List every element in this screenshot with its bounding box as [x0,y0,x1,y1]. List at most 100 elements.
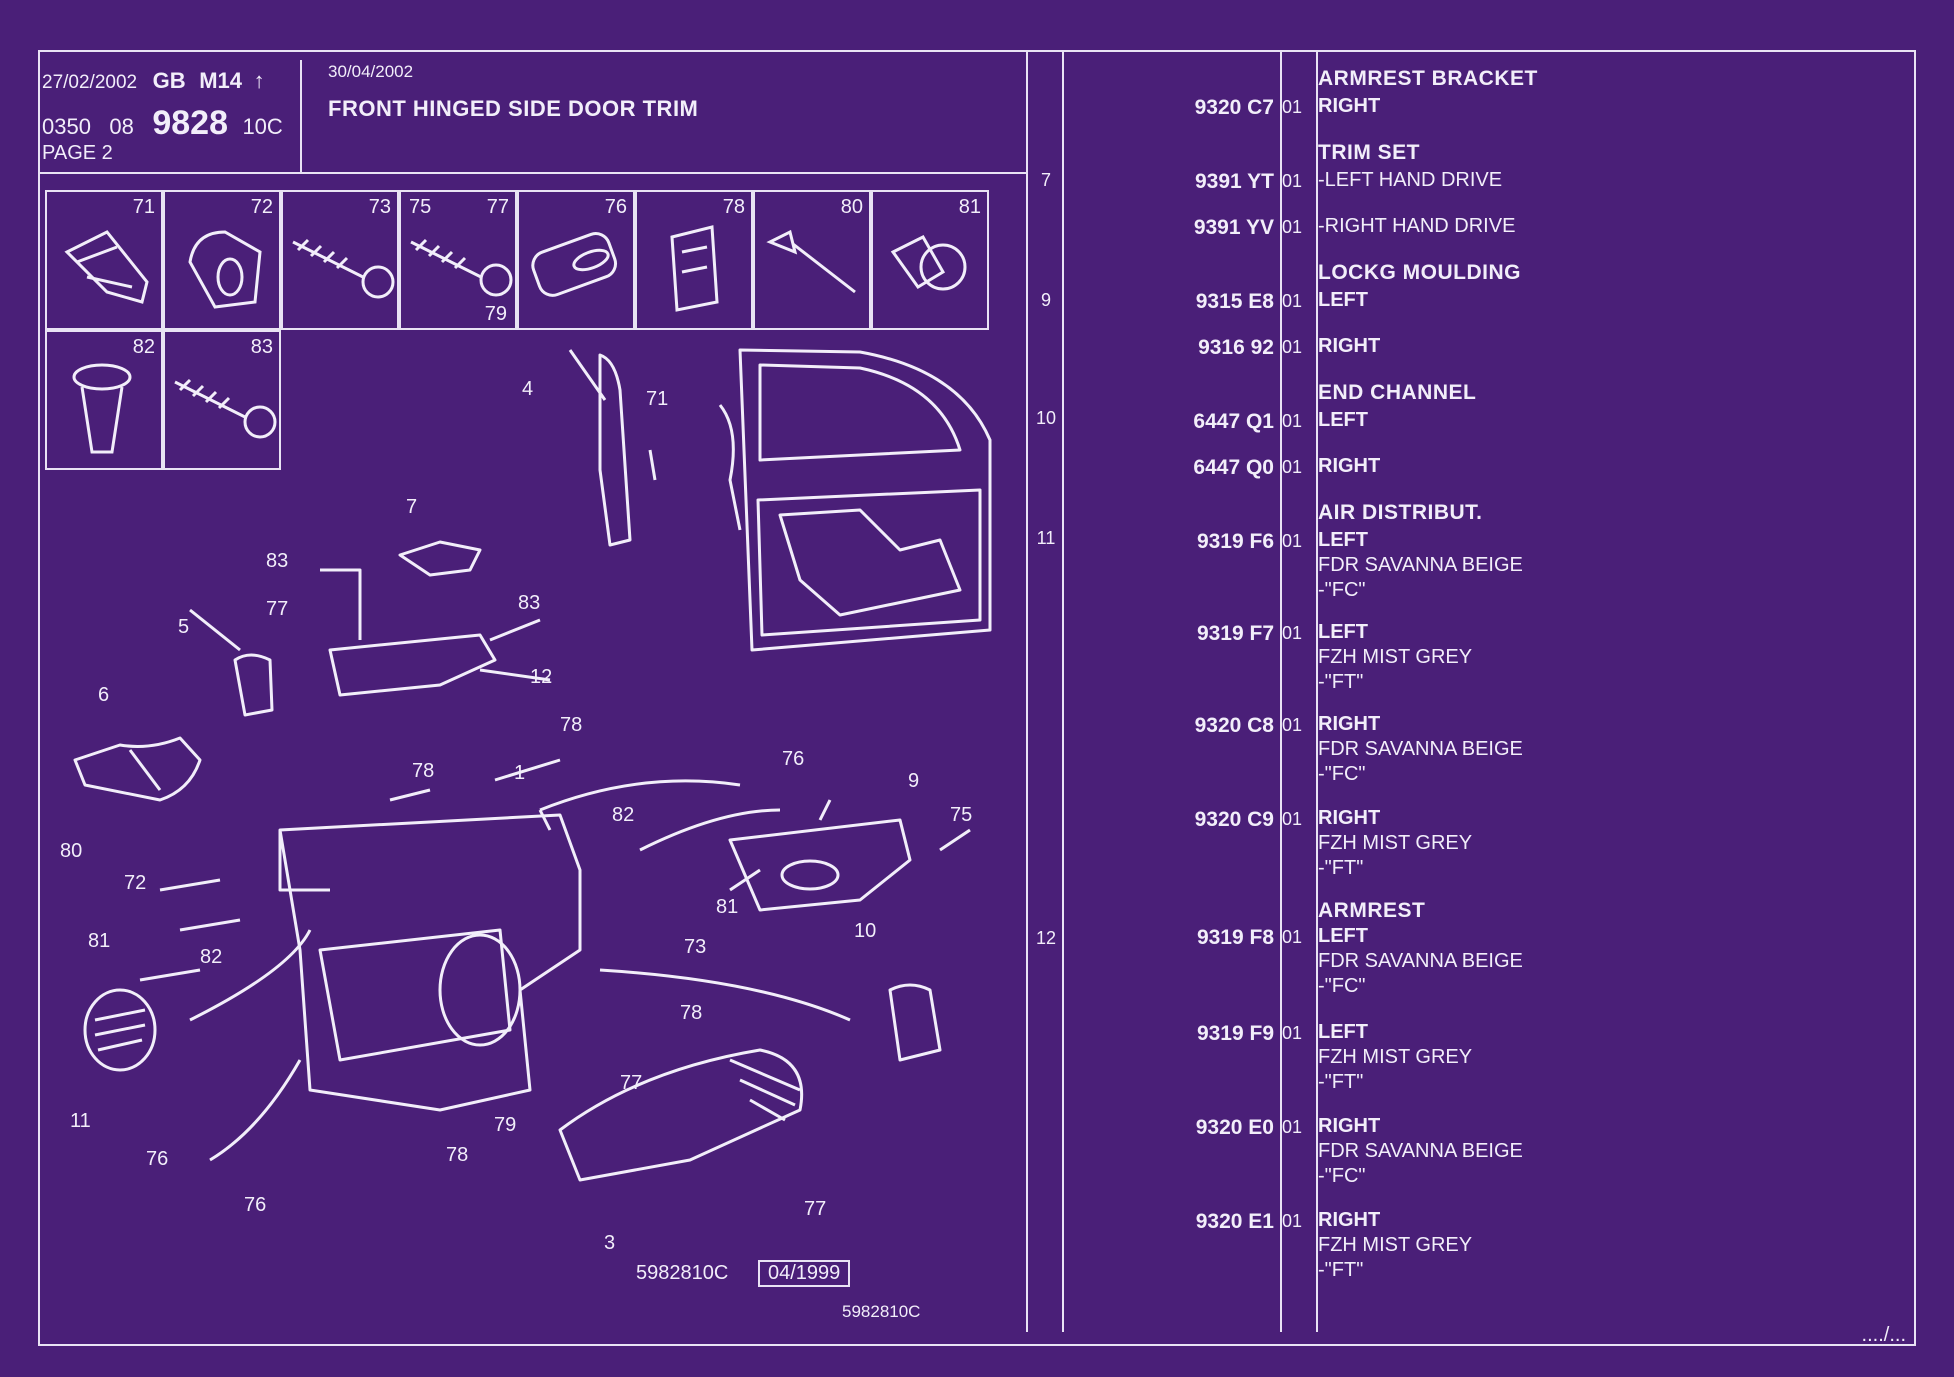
part-side: LEFT [1318,529,1368,551]
callout-82: 82 [200,946,223,968]
part-heading: END CHANNEL [1318,381,1477,404]
header-line-1: 27/02/2002 GB M14 ↑ [42,68,265,94]
part-number: 9319 F9 [1196,1022,1274,1045]
part-quantity: 01 [1282,457,1303,477]
callout-81: 81 [88,930,111,952]
part-number: 6447 Q0 [1193,456,1274,479]
part-side: LEFT [1318,1021,1368,1043]
header-page: PAGE 2 [42,142,113,164]
part-color-code: -"FC" [1318,579,1366,601]
thumbnail-label: 81 [958,196,981,218]
clip-icon [64,230,149,304]
part-number: 9319 F8 [1196,926,1274,949]
push-clip-icon [890,235,967,291]
sheet-header: 27/02/2002 GB M14 ↑ 0350 08 9828 10C PAG… [38,60,1028,174]
thumbnail-label: 78 [722,196,745,218]
thumbnail-75-77-79: 75 77 79 [399,190,517,330]
callout-4: 4 [522,378,534,400]
callout-7: 7 [406,496,418,518]
header-issue-date: 30/04/2002 [328,62,414,81]
thumbnail-83: 83 [163,330,281,470]
parts-sheet-frame [38,50,1916,1346]
callout-78: 78 [446,1144,469,1166]
part-heading: ARMREST BRACKET [1318,67,1538,90]
part-quantity: 01 [1282,1117,1303,1137]
part-number: 6447 Q1 [1193,410,1274,433]
part-quantity: 01 [1282,217,1303,237]
part-color: FZH MIST GREY [1318,1046,1473,1068]
callout-83: 83 [518,592,541,614]
thumbnail-72: 72 [163,190,281,330]
part-heading: AIR DISTRIBUT. [1318,501,1483,524]
part-side: RIGHT [1318,1209,1381,1231]
thumbnail-82: 82 [45,330,163,470]
part-quantity: 01 [1282,171,1303,191]
thumbnail-81: 81 [871,190,989,330]
part-side: LEFT [1318,289,1368,311]
thumbnail-73: 73 [281,190,399,330]
thumbnail-label: 82 [132,336,155,358]
callout-77: 77 [620,1072,643,1094]
thumbnail-label: 76 [604,196,627,218]
part-side: LEFT [1318,925,1368,947]
header-number: 9828 [152,104,228,142]
ref-number: 10 [1035,408,1057,428]
part-number: 9319 F7 [1196,622,1274,645]
callout-1: 1 [514,762,526,784]
screw-icon [410,238,513,297]
part-number: 9319 F6 [1196,530,1274,553]
part-quantity: 01 [1282,623,1303,643]
divider-qty [1316,52,1318,1332]
part-color-code: -"FT" [1318,1259,1364,1281]
part-color: FZH MIST GREY [1318,646,1473,668]
door-trim-exploded-diagram [73,348,992,1182]
thumbnail-label: 77 [486,196,509,218]
up-arrow-icon: ↑ [253,68,265,93]
screw-icon [174,378,277,439]
part-side: LEFT [1318,409,1368,431]
callout-77: 77 [266,598,289,620]
callout-76: 76 [146,1148,169,1170]
callout-12: 12 [530,666,553,688]
header-code: 0350 [42,114,91,139]
retainer-icon [670,225,719,312]
header-title-block: 30/04/2002 FRONT HINGED SIDE DOOR TRIM [328,60,1028,172]
thumbnail-label: 72 [250,196,273,218]
figure-code: 5982810C [636,1262,729,1284]
callout-73: 73 [684,936,707,958]
header-date: 27/02/2002 [42,72,138,93]
part-color-code: -"FC" [1318,1165,1366,1187]
part-quantity: 01 [1282,97,1303,117]
thumbnail-label: 79 [484,303,507,325]
part-side: RIGHT [1318,807,1381,829]
part-side: LEFT [1318,621,1368,643]
part-color: FZH MIST GREY [1318,1234,1473,1256]
figure-date: 04/1999 [758,1260,851,1287]
thumbnail-label: 80 [840,196,863,218]
ref-number: 7 [1040,170,1051,190]
part-number: 9320 C8 [1194,714,1274,737]
part-quantity: 01 [1282,927,1303,947]
part-number: 9316 92 [1198,336,1274,359]
thumbnail-80: 80 [753,190,871,330]
figure-code-secondary: 5982810C [842,1302,921,1321]
part-quantity: 01 [1282,531,1303,551]
ref-number: 9 [1040,290,1051,310]
ref-number: 12 [1035,928,1057,948]
header-identity-block: 27/02/2002 GB M14 ↑ 0350 08 9828 10C PAG… [38,60,302,172]
part-side: RIGHT [1318,1115,1381,1137]
part-number: 9320 C7 [1194,96,1274,119]
part-side: RIGHT [1318,455,1381,477]
callout-76: 76 [244,1194,267,1216]
part-number: 9320 C9 [1194,808,1274,831]
callout-9: 9 [908,770,920,792]
callout-5: 5 [178,616,190,638]
part-quantity: 01 [1282,1023,1303,1043]
callout-82: 82 [612,804,635,826]
header-language: GB [152,68,186,93]
part-color-code: -"FC" [1318,763,1366,785]
thumbnail-76: 76 [517,190,635,330]
part-color: FDR SAVANNA BEIGE [1318,950,1523,972]
callout-78: 78 [560,714,583,736]
part-number: 9320 E0 [1195,1116,1274,1139]
